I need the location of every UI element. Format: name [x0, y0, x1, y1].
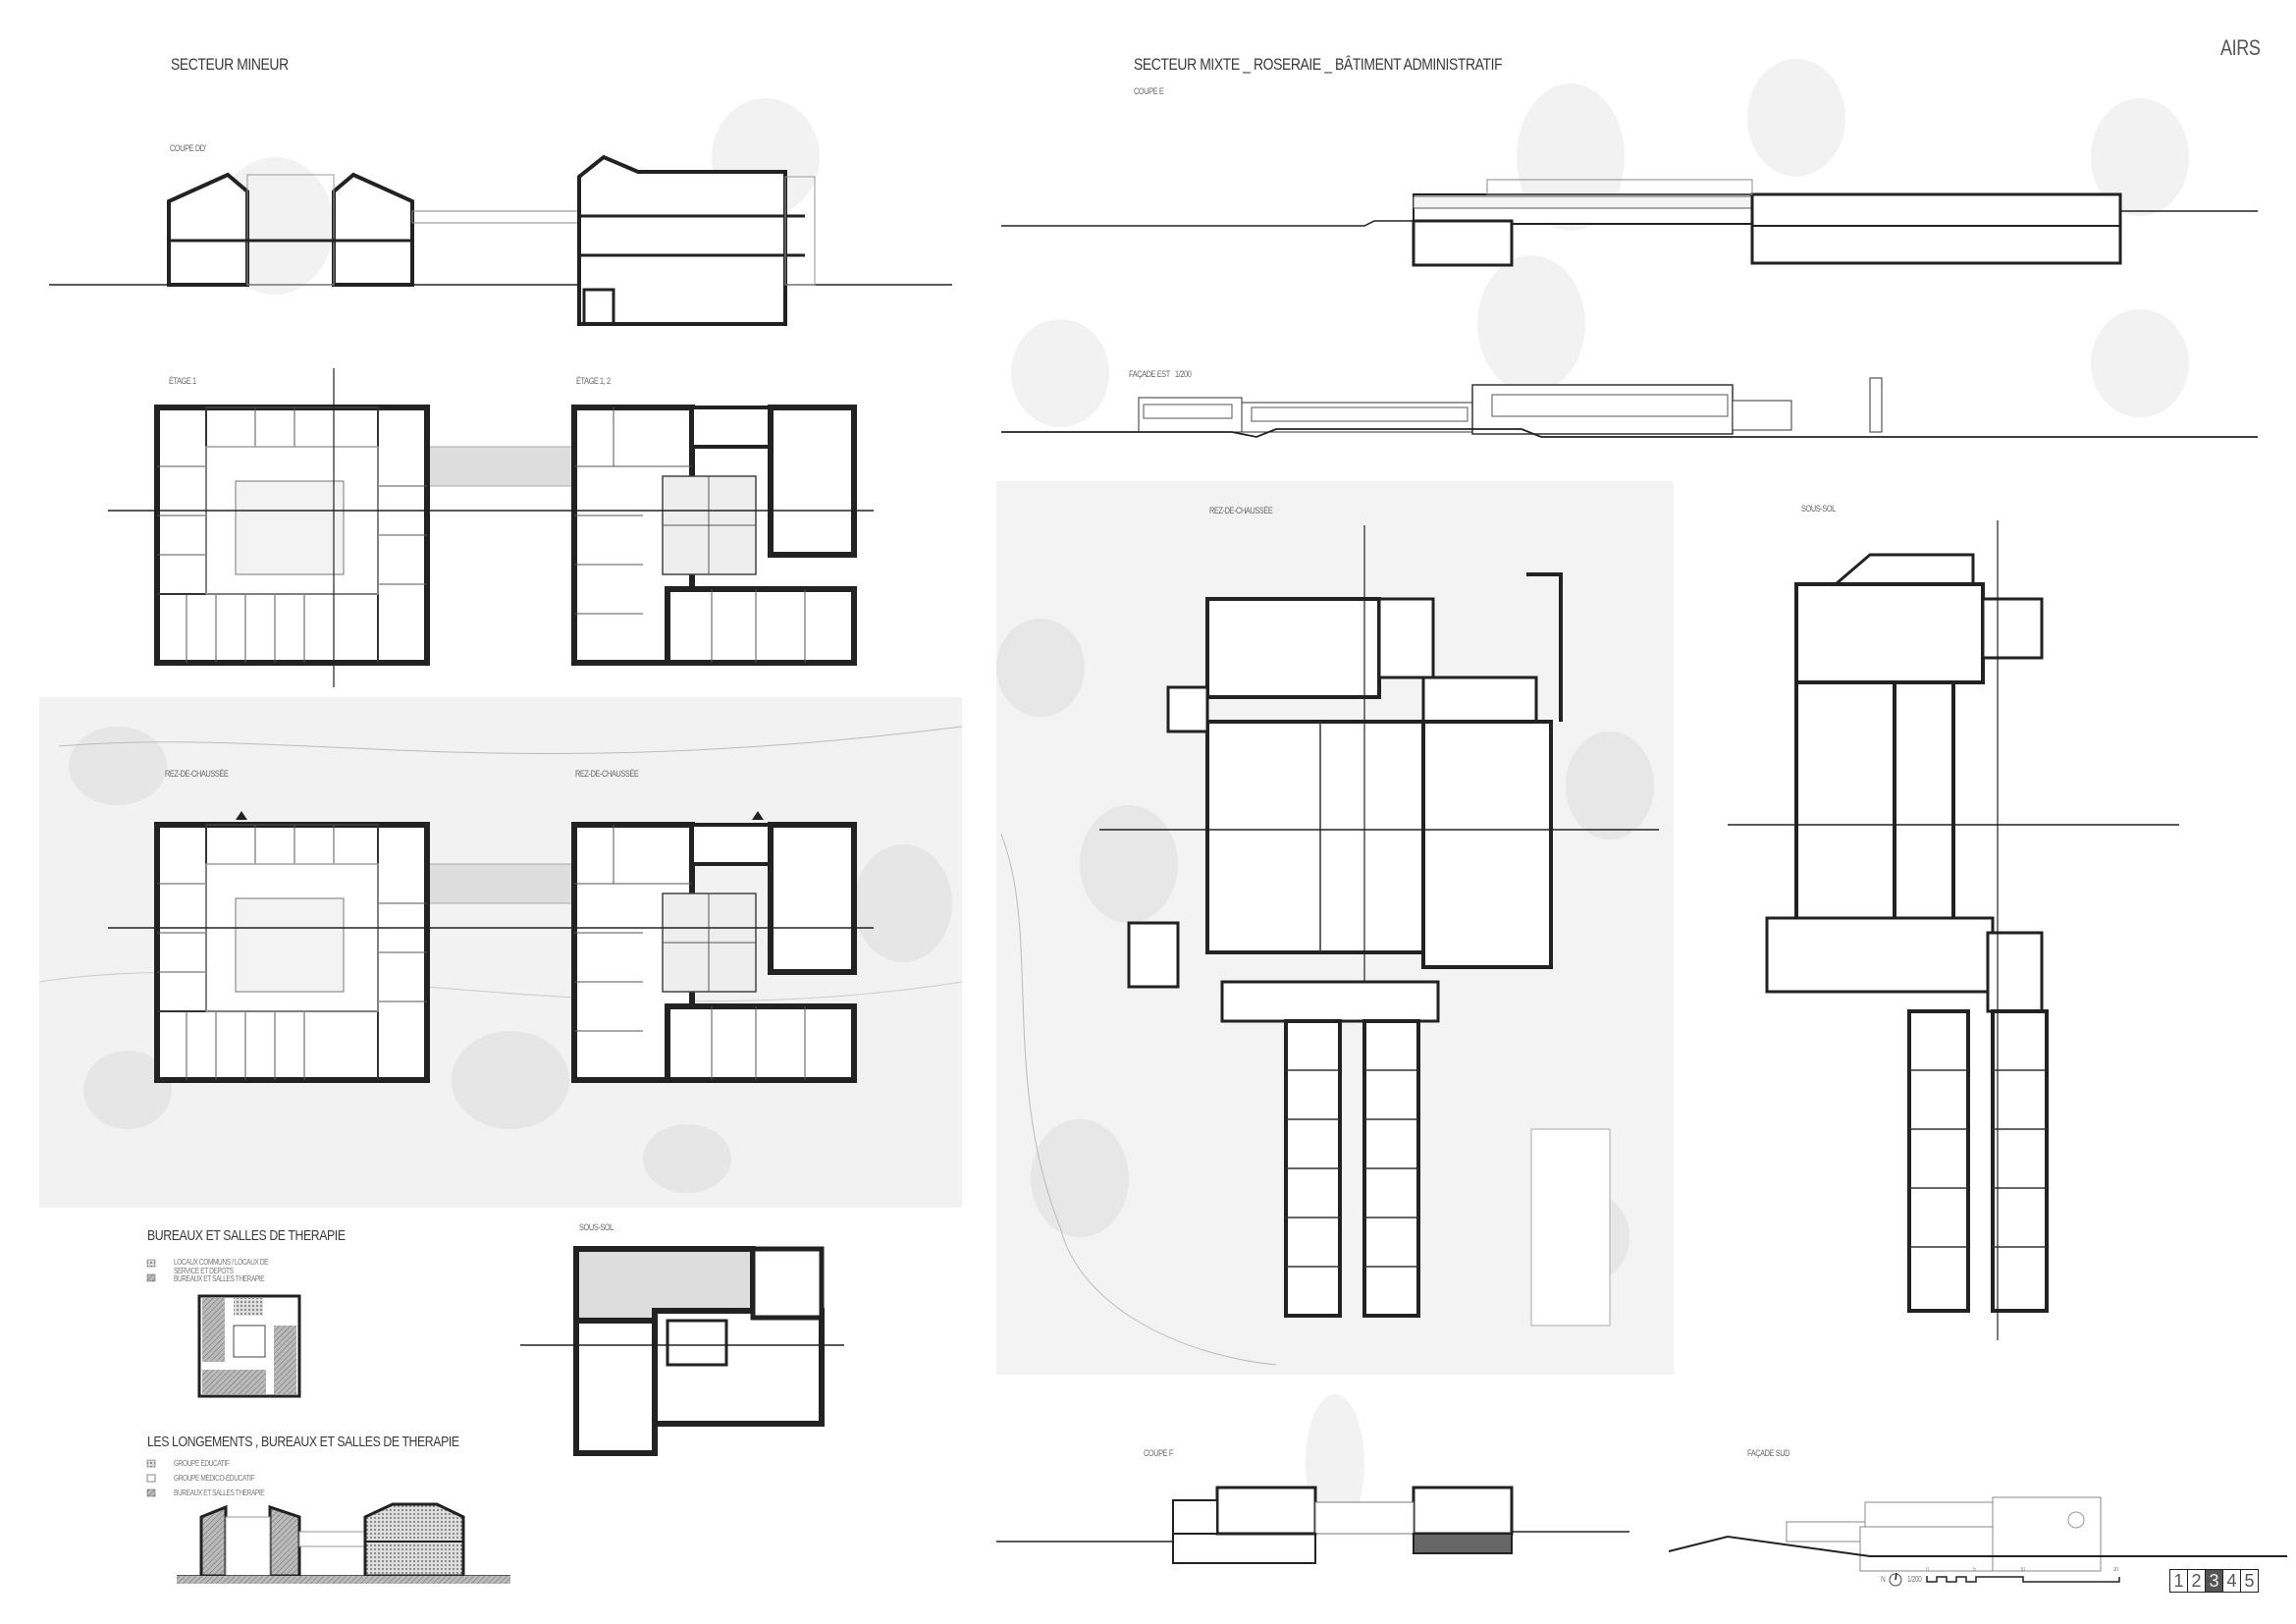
facade-sud-label: FAÇADE SUD: [1747, 1448, 1790, 1458]
page-navigator: 1 2 3 4 5: [2169, 1569, 2259, 1593]
legend2-item: GROUPE MÉDICO-ÉDUCATIF: [174, 1474, 254, 1483]
rdc-right-label: REZ-DE-CHAUSSÉE: [575, 769, 639, 779]
page-4-button[interactable]: 4: [2223, 1570, 2241, 1592]
north-label: N: [1881, 1575, 1886, 1584]
sous-sol-admin-label: SOUS-SOL: [1801, 504, 1836, 514]
legend-plan-diagram: [197, 1294, 301, 1398]
scale-tick: 5: [1973, 1567, 1976, 1573]
legend1-item: BUREAUX ET SALLES THERAPIE: [174, 1274, 265, 1283]
section-e: [1001, 179, 2258, 267]
etage1-label: ÉTAGE 1: [169, 376, 196, 386]
corridor-upper: [426, 446, 575, 487]
legend1-title: BUREAUX ET SALLES DE THERAPIE: [147, 1227, 346, 1244]
scale-label: 1/200: [1907, 1575, 1922, 1584]
section-dd: [49, 154, 952, 326]
section-f: [996, 1486, 1629, 1564]
scale-tick: 10: [2020, 1567, 2025, 1573]
left-sheet-title: SECTEUR MINEUR: [171, 55, 289, 74]
facade-est-scale: 1/200: [1175, 369, 1192, 379]
plan-sous-sol-right-building: [1728, 520, 2179, 1340]
sous-sol-left-label: SOUS-SOL: [579, 1222, 614, 1232]
plan-etage1-left: [157, 407, 427, 663]
rdc-left-label: REZ-DE-CHAUSSÉE: [165, 769, 229, 779]
section-e-label: COUPE E: [1134, 86, 1164, 96]
plan-rdc-right: [574, 825, 854, 1080]
legend-section-diagram: [177, 1502, 510, 1584]
facade-est-label: FAÇADE EST: [1129, 369, 1170, 379]
legend2-title: LES LONGEMENTS , BUREAUX ET SALLES DE TH…: [147, 1434, 459, 1450]
legend1-item: LOCAUX COMMUNS / LOCAUX DE SERVICE ET DE…: [174, 1258, 269, 1275]
section-f-label: COUPE F: [1144, 1448, 1173, 1458]
etage12-label: ÉTAGE 1, 2: [576, 376, 611, 386]
facade-sud: [1668, 1496, 2287, 1572]
plan-etage1-right: [574, 407, 854, 663]
north-arrow-icon: [1889, 1572, 1902, 1587]
section-dd-label: COUPE DD': [170, 143, 206, 153]
plan-sous-sol-left: [520, 1246, 844, 1456]
facade-est: [1001, 377, 2258, 438]
rdc-admin-label: REZ-DE-CHAUSSÉE: [1209, 506, 1273, 515]
page-2-button[interactable]: 2: [2188, 1570, 2206, 1592]
legend2-item: BUREAUX ET SALLES THERAPIE: [174, 1489, 265, 1497]
scale-tick: 20: [2113, 1567, 2118, 1573]
page-3-button[interactable]: 3: [2206, 1570, 2223, 1592]
page-5-button[interactable]: 5: [2244, 1571, 2255, 1591]
plan-rdc-left: [157, 825, 427, 1080]
legend2-item: GROUPE ÉDUCATIF: [174, 1459, 230, 1468]
plan-rdc-right-building: [1099, 525, 1659, 1318]
scale-bar: [1926, 1576, 2120, 1583]
brand-logo: AIRS: [2220, 35, 2261, 60]
page-1-button[interactable]: 1: [2170, 1570, 2188, 1592]
right-sheet-title: SECTEUR MIXTE _ ROSERAIE _ BÂTIMENT ADMI…: [1134, 55, 1503, 74]
scale-tick: 0: [1926, 1567, 1929, 1573]
